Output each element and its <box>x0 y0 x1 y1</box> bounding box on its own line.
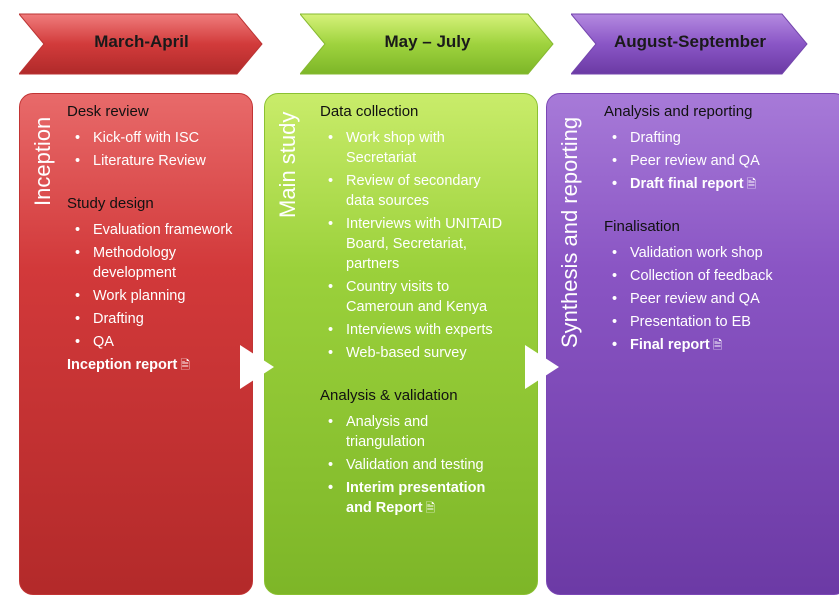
panel-content: Data collection Work shop with Secretari… <box>320 102 530 521</box>
list-item: Methodology development <box>67 243 247 283</box>
list-item: Collection of feedback <box>604 266 839 286</box>
list-item: Draft final report🗎 <box>604 174 839 194</box>
list-item-text: Interim presentation and Report <box>346 480 486 516</box>
chevron-purple-shape <box>571 13 808 75</box>
bullet-list: Analysis and triangulation Validation an… <box>320 412 530 518</box>
section-heading: Analysis and reporting <box>604 103 753 120</box>
list-item: Web-based survey <box>320 343 530 363</box>
panel-main-study: Main study Data collection Work shop wit… <box>264 93 538 595</box>
list-item: Country visits to Cameroun and Kenya <box>320 277 511 317</box>
panel-vertical-title: Synthesis and reporting <box>557 116 582 348</box>
list-item: Kick-off with ISC <box>67 128 247 148</box>
list-item: Peer review and QA <box>604 151 839 171</box>
list-item-text: Final report <box>630 337 710 353</box>
list-item: Drafting <box>604 128 839 148</box>
bullet-list: Evaluation framework Methodology develop… <box>67 220 247 352</box>
list-item: Review of secondary data sources <box>320 171 501 211</box>
list-item: Literature Review <box>67 151 247 171</box>
phase-label: March-April <box>94 32 189 51</box>
section-heading: Finalisation <box>604 218 680 235</box>
chevron-green-shape <box>300 13 554 75</box>
chevron-may-july: May – July <box>300 12 555 76</box>
chevron-march-april: March-April <box>19 12 264 76</box>
document-icon: 🗎 <box>425 501 436 515</box>
section-heading: Desk review <box>67 103 149 120</box>
list-item: Evaluation framework <box>67 220 247 240</box>
phase-label: August-September <box>613 32 767 51</box>
list-item: QA <box>67 332 247 352</box>
arrow-right-icon <box>240 345 274 389</box>
panel-synthesis: Synthesis and reporting Analysis and rep… <box>546 93 839 595</box>
list-item: Analysis and triangulation <box>320 412 456 452</box>
chevron-red-shape <box>19 13 263 75</box>
list-item: Interviews with experts <box>320 320 530 340</box>
chevron-august-september: August-September <box>571 12 809 76</box>
list-item: Presentation to EB <box>604 312 839 332</box>
bullet-list: Work shop with Secretariat Review of sec… <box>320 128 530 363</box>
section-heading: Study design <box>67 195 154 212</box>
document-icon: 🗎 <box>712 338 723 352</box>
phase-label: May – July <box>384 32 471 51</box>
panel-inception: Inception Desk review Kick-off with ISC … <box>19 93 253 595</box>
list-item: Work planning <box>67 286 247 306</box>
list-item: Validation work shop <box>604 243 839 263</box>
list-item: Drafting <box>67 309 247 329</box>
list-item: Interim presentation and Report🗎 <box>320 478 506 518</box>
document-icon: 🗎 <box>180 358 191 372</box>
list-item: Work shop with Secretariat <box>320 128 476 168</box>
section-heading: Data collection <box>320 103 419 120</box>
deliverable-text: Inception report <box>67 357 178 373</box>
panel-vertical-title: Main study <box>275 111 300 218</box>
panel-vertical-title: Inception <box>30 116 55 206</box>
list-item: Peer review and QA <box>604 289 839 309</box>
section-heading: Analysis & validation <box>320 387 458 404</box>
bullet-list: Drafting Peer review and QA Draft final … <box>604 128 839 194</box>
bullet-list: Kick-off with ISC Literature Review <box>67 128 247 171</box>
panel-content: Desk review Kick-off with ISC Literature… <box>67 102 247 375</box>
panel-content: Analysis and reporting Drafting Peer rev… <box>604 102 839 358</box>
arrow-right-icon <box>525 345 559 389</box>
document-icon: 🗎 <box>746 177 757 191</box>
deliverable-line: Inception report🗎 <box>67 355 247 375</box>
bullet-list: Validation work shop Collection of feedb… <box>604 243 839 355</box>
list-item: Interviews with UNITAID Board, Secretari… <box>320 214 506 274</box>
list-item: Final report🗎 <box>604 335 839 355</box>
list-item-text: Draft final report <box>630 176 744 192</box>
list-item: Validation and testing <box>320 455 530 475</box>
